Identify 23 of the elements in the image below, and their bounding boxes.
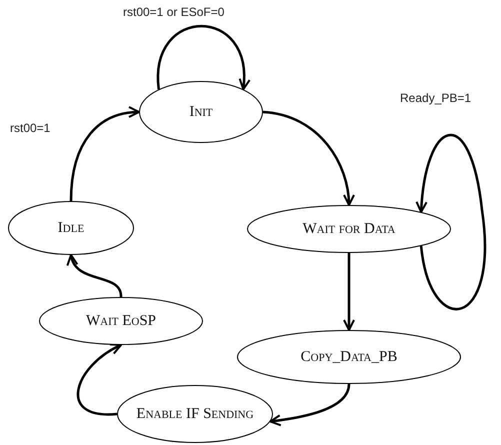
state-name: Copy_Data_PB — [300, 348, 398, 366]
edge-label: Ready_PB=1 — [400, 91, 472, 105]
transition-arrow — [262, 110, 354, 206]
transition-arrow — [68, 254, 122, 298]
transition-arrow — [343, 253, 355, 331]
state-name: Wait for Data — [302, 220, 396, 238]
state-name: Wait EoSP — [84, 312, 158, 330]
transition-arrow — [269, 384, 350, 426]
state-name: Enable IF Sending — [135, 406, 255, 422]
state-ellipse — [139, 81, 263, 143]
state-ellipse — [117, 385, 273, 443]
state-name: Init — [188, 104, 214, 120]
state-ellipse — [237, 330, 461, 384]
transition-arrow — [70, 106, 140, 202]
state-ellipse — [247, 205, 451, 253]
transition-arrow — [157, 24, 250, 90]
state-ellipse — [39, 297, 203, 345]
transition-arrow — [76, 344, 122, 416]
state-name: Idle — [56, 220, 86, 236]
edge-label: rst00=1 — [10, 121, 50, 135]
transition-arrow — [416, 134, 486, 310]
edge-label: rst00=1 or ESoF=0 — [123, 5, 224, 19]
state-ellipse — [8, 201, 134, 255]
